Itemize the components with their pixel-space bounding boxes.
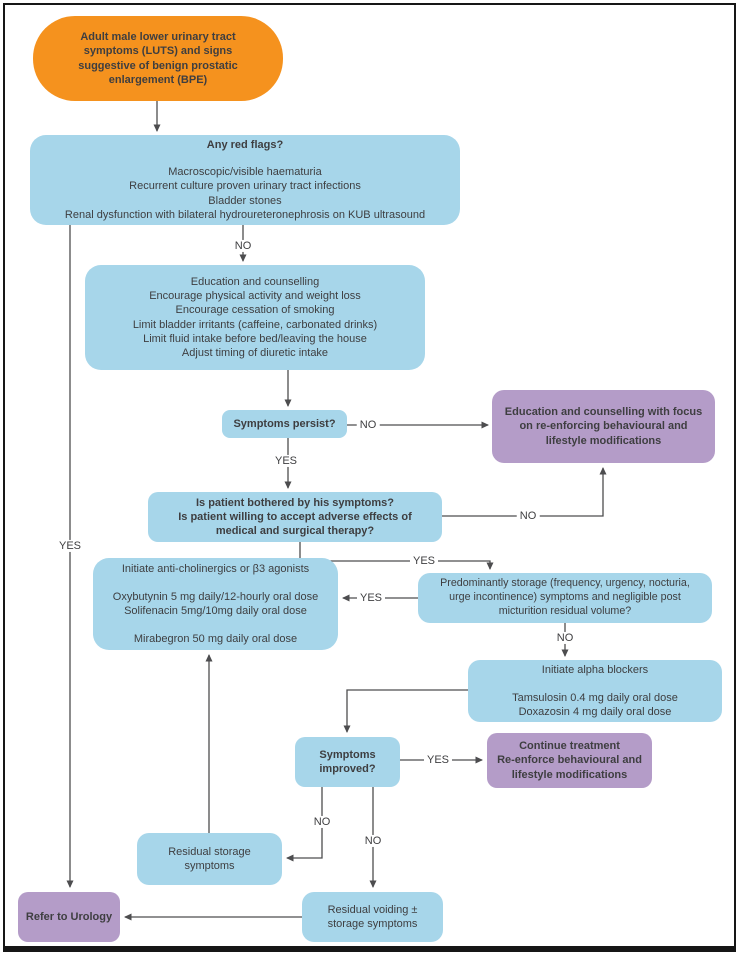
node-start-text: Adult male lower urinary tract symptoms … (78, 31, 238, 86)
node-red-flags-title: Any red flags? (206, 139, 284, 152)
node-patient-bothered: Is patient bothered by his symptoms? Is … (148, 492, 442, 542)
node-refer-urology: Refer to Urology (18, 892, 120, 942)
edge-label-no-redflags: NO (231, 239, 255, 253)
node-storage-question: Predominantly storage (frequency, urgenc… (418, 573, 712, 623)
node-education-focus-text: Education and counselling with focus on … (504, 406, 703, 447)
edge-label-no-improved-left: NO (310, 815, 334, 829)
node-storage-question-text: Predominantly storage (frequency, urgenc… (440, 577, 690, 617)
edge-alpha-improved (343, 689, 468, 733)
node-residual-storage-text: Residual storage symptoms (168, 845, 251, 872)
node-continue-treatment: Continue treatment Re-enforce behavioura… (487, 733, 652, 788)
edge-label-yes-redflags: YES (55, 539, 85, 553)
node-symptoms-improved: Symptoms improved? (295, 737, 400, 787)
node-patient-bothered-text: Is patient bothered by his symptoms? Is … (178, 496, 412, 538)
node-symptoms-improved-text: Symptoms improved? (319, 748, 376, 775)
edge-improved-resstorage (286, 787, 323, 862)
page-frame (3, 3, 736, 952)
node-anticholinergics: Initiate anti-cholinergics or β3 agonist… (93, 558, 338, 650)
node-refer-urology-text: Refer to Urology (25, 910, 113, 923)
node-education-focus: Education and counselling with focus on … (492, 390, 715, 463)
node-red-flags: Any red flags? Macroscopic/visible haema… (30, 135, 460, 225)
node-alpha-blockers: Initiate alpha blockers Tamsulosin 0.4 m… (468, 660, 722, 722)
node-red-flags-body: Macroscopic/visible haematuria Recurrent… (64, 166, 426, 221)
node-alpha-blockers-text: Initiate alpha blockers Tamsulosin 0.4 m… (512, 663, 678, 719)
node-residual-storage: Residual storage symptoms (137, 833, 282, 885)
node-lifestyle-text: Education and counselling Encourage phys… (132, 276, 378, 359)
node-continue-treatment-text: Continue treatment Re-enforce behavioura… (497, 740, 642, 781)
node-residual-voiding-text: Residual voiding ± storage symptoms (327, 903, 418, 930)
node-symptoms-persist: Symptoms persist? (222, 410, 347, 438)
edge-label-yes-bothered: YES (409, 554, 439, 568)
edge-label-yes-improved: YES (423, 753, 453, 767)
node-symptoms-persist-text: Symptoms persist? (233, 417, 336, 430)
edge-label-no-improved-right: NO (361, 834, 385, 848)
node-anticholinergics-text: Initiate anti-cholinergics or β3 agonist… (112, 562, 319, 646)
edge-label-yes-storageq: YES (356, 591, 386, 605)
edge-bothered-storageq (299, 542, 494, 570)
node-lifestyle-advice: Education and counselling Encourage phys… (85, 265, 425, 370)
edge-label-no-bothered: NO (516, 509, 540, 523)
edge-label-yes-persist: YES (271, 454, 301, 468)
node-start-luts: Adult male lower urinary tract symptoms … (33, 16, 283, 101)
edge-bothered-edufocus (442, 467, 607, 517)
edge-label-no-storageq: NO (553, 631, 577, 645)
node-residual-voiding: Residual voiding ± storage symptoms (302, 892, 443, 942)
edge-label-no-persist: NO (356, 418, 380, 432)
